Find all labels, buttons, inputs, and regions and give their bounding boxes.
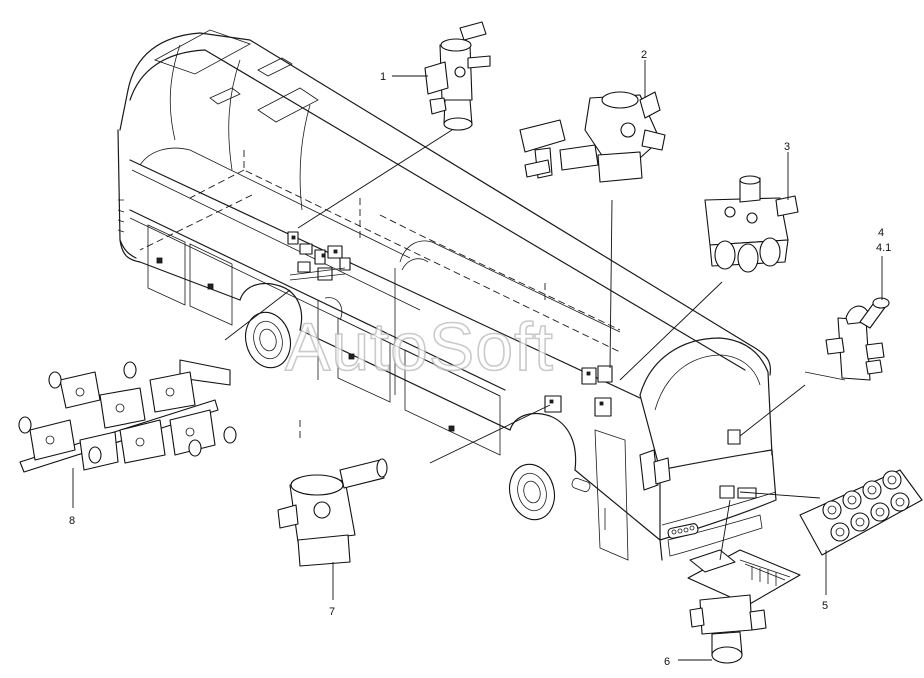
component-1-relay-valve <box>424 21 491 131</box>
component-7-quick-release-valve <box>277 458 388 567</box>
component-6-foot-brake-valve <box>687 549 801 664</box>
callout-7: 7 <box>329 606 335 618</box>
callout-5: 5 <box>822 600 828 612</box>
component-2-brake-valve <box>519 91 666 183</box>
bus-outline <box>117 29 777 561</box>
component-5-connector-panel <box>799 469 923 556</box>
callout-6: 6 <box>664 656 670 668</box>
rear-valve-cluster <box>287 231 351 281</box>
callout-1: 1 <box>380 71 386 83</box>
callout-labels: 1 2 3 4 4.1 5 6 7 8 <box>69 49 891 668</box>
callout-3: 3 <box>784 141 790 153</box>
component-3-protection-valve <box>704 175 799 273</box>
callout-8: 8 <box>69 515 75 527</box>
watermark: AutoSoft <box>285 309 554 385</box>
callout-4-1: 4.1 <box>876 242 891 254</box>
component-8-valve-manifold <box>18 359 237 473</box>
pipe-routing <box>139 150 621 440</box>
callout-4: 4 <box>878 227 884 239</box>
component-4-hand-brake-valve <box>804 297 890 381</box>
leader-lines <box>72 60 883 661</box>
front-valve-cluster <box>544 365 757 499</box>
callout-2: 2 <box>641 49 647 61</box>
